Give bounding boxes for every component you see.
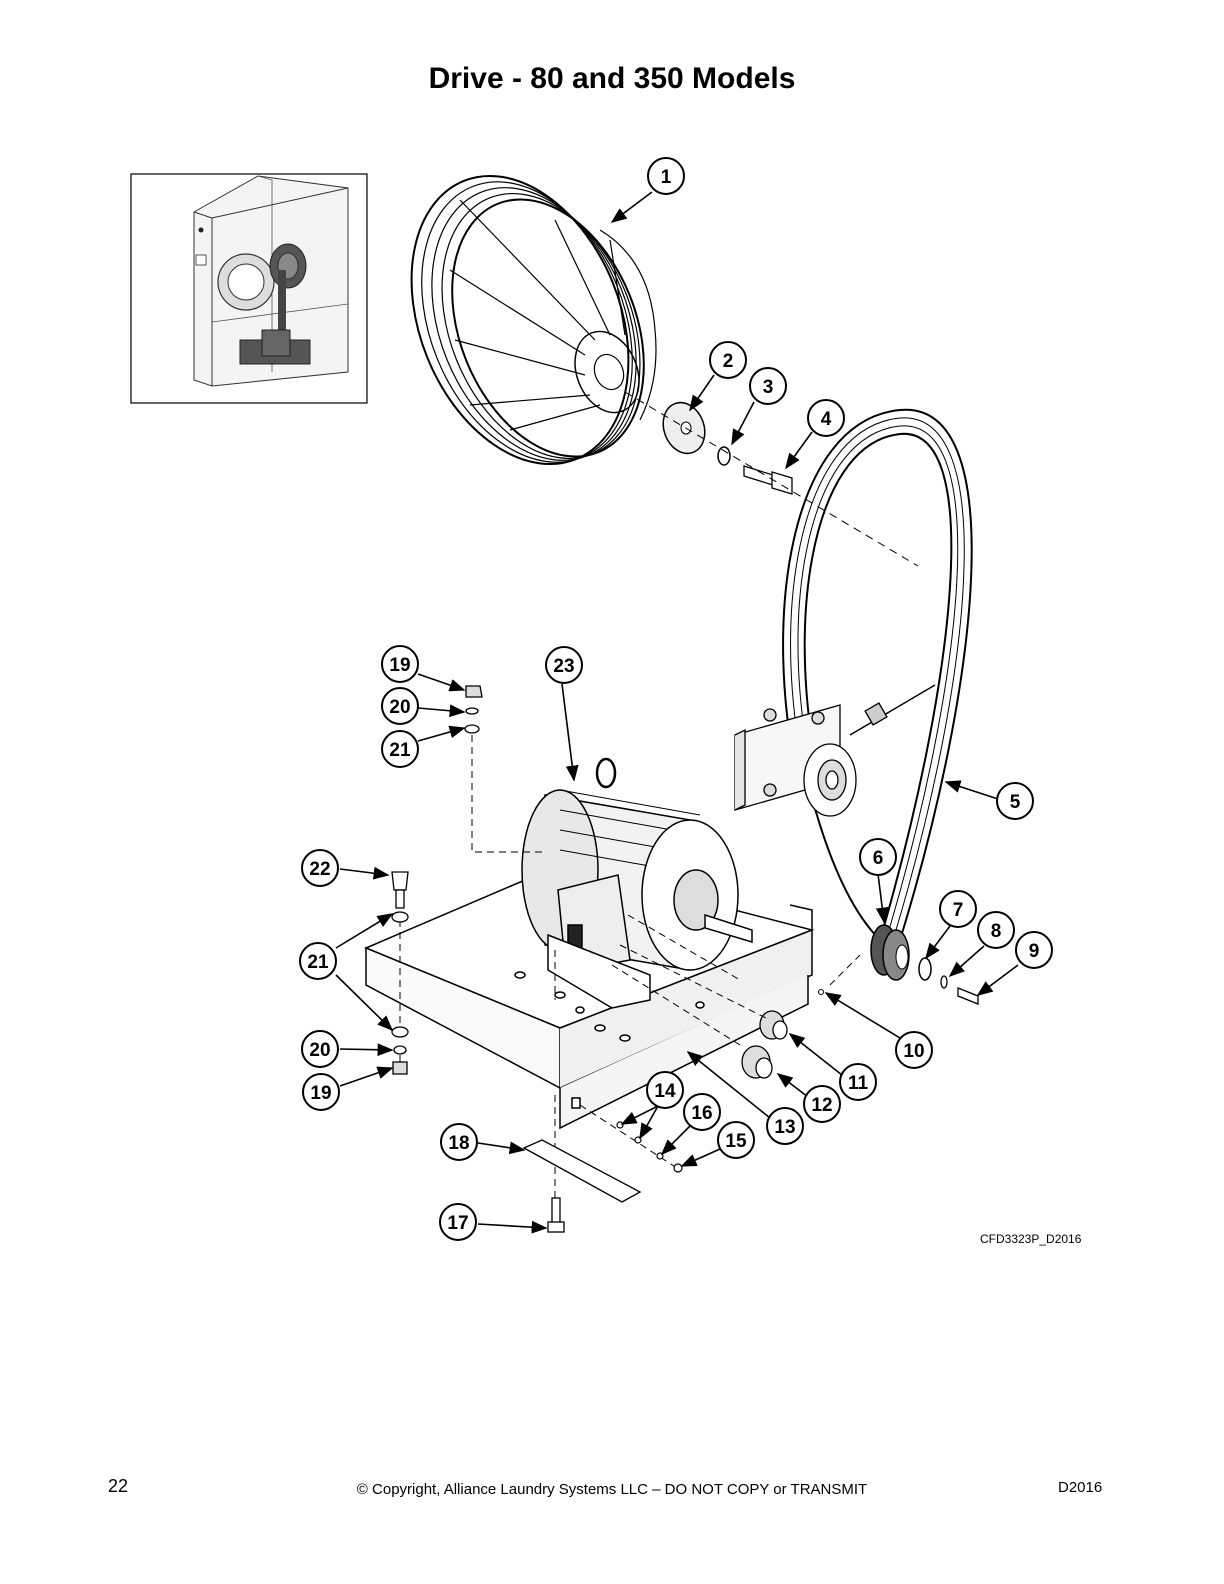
- svg-text:4: 4: [821, 409, 832, 430]
- svg-text:17: 17: [447, 1213, 468, 1234]
- callout-20-left: 20: [301, 1030, 339, 1068]
- callout-21-top: 21: [381, 730, 419, 768]
- electric-motor: [521, 757, 753, 1009]
- document-code: D2016: [1058, 1479, 1103, 1496]
- svg-text:1: 1: [661, 167, 672, 188]
- callout-4: 4: [807, 399, 845, 437]
- hardware-stack-left: [391, 871, 409, 1075]
- inset-machine-view: [130, 173, 368, 404]
- pulley-bolt: [743, 465, 793, 495]
- callout-15: 15: [717, 1121, 755, 1159]
- svg-text:21: 21: [307, 952, 329, 973]
- svg-text:18: 18: [448, 1133, 469, 1154]
- callout-20-top: 20: [381, 687, 419, 725]
- callout-17: 17: [439, 1203, 477, 1241]
- svg-text:20: 20: [309, 1040, 330, 1061]
- svg-text:9: 9: [1029, 941, 1040, 962]
- callout-12: 12: [803, 1085, 841, 1123]
- pulley-cap-screw: [957, 987, 979, 1005]
- leader-arrows: [335, 191, 1019, 1234]
- svg-text:11: 11: [848, 1073, 869, 1094]
- svg-text:16: 16: [691, 1103, 712, 1124]
- svg-text:14: 14: [654, 1081, 676, 1102]
- svg-text:5: 5: [1010, 792, 1021, 813]
- callout-2: 2: [709, 341, 747, 379]
- svg-text:23: 23: [553, 656, 574, 677]
- callout-10: 10: [895, 1031, 933, 1069]
- callout-21-left: 21: [299, 942, 337, 980]
- cord-grip-a: [759, 1010, 788, 1040]
- page-title: Drive - 80 and 350 Models: [428, 62, 796, 95]
- svg-text:20: 20: [389, 697, 410, 718]
- callout-14: 14: [646, 1071, 684, 1109]
- svg-text:15: 15: [725, 1131, 747, 1152]
- callout-18: 18: [440, 1123, 478, 1161]
- svg-text:21: 21: [389, 740, 411, 761]
- copyright-notice: © Copyright, Alliance Laundry Systems LL…: [356, 1481, 868, 1498]
- flat-washer: [918, 957, 932, 981]
- set-screw: [818, 989, 824, 995]
- callout-11: 11: [839, 1063, 877, 1101]
- callout-5: 5: [996, 782, 1034, 820]
- lock-washer: [717, 446, 731, 466]
- callout-13: 13: [766, 1107, 804, 1145]
- drum-pulley: [410, 174, 657, 466]
- callout-19-top: 19: [381, 645, 419, 683]
- drive-belt: [782, 408, 973, 941]
- svg-text:2: 2: [723, 351, 734, 372]
- callout-19-left: 19: [302, 1073, 340, 1111]
- callout-22: 22: [301, 849, 339, 887]
- svg-text:8: 8: [991, 921, 1002, 942]
- pulley-washer: [662, 401, 706, 455]
- callout-6: 6: [859, 838, 897, 876]
- motor-pulley: [870, 924, 910, 981]
- strap-bolt: [547, 1197, 565, 1233]
- figure-code: CFD3323P_D2016: [980, 1232, 1082, 1246]
- callout-8: 8: [977, 911, 1015, 949]
- callout-9: 9: [1015, 931, 1053, 969]
- svg-text:19: 19: [310, 1083, 331, 1104]
- svg-text:10: 10: [903, 1041, 924, 1062]
- callout-3: 3: [749, 367, 787, 405]
- callout-23: 23: [545, 646, 583, 684]
- callout-1: 1: [647, 157, 685, 195]
- hardware-stack-top: [464, 685, 483, 734]
- svg-text:6: 6: [873, 848, 884, 869]
- cord-grip-b: [741, 1045, 773, 1079]
- assembly-lines: [399, 735, 861, 1198]
- svg-text:12: 12: [811, 1095, 832, 1116]
- mounting-strap: [522, 1139, 642, 1203]
- svg-text:13: 13: [774, 1117, 795, 1138]
- callout-7: 7: [939, 890, 977, 928]
- page-number: 22: [108, 1476, 129, 1496]
- svg-text:22: 22: [309, 859, 330, 880]
- svg-text:3: 3: [763, 377, 774, 398]
- motor-bracket: [734, 684, 936, 817]
- svg-text:7: 7: [953, 900, 964, 921]
- svg-text:19: 19: [389, 655, 410, 676]
- callout-16: 16: [683, 1093, 721, 1131]
- lock-washer-small: [940, 975, 948, 989]
